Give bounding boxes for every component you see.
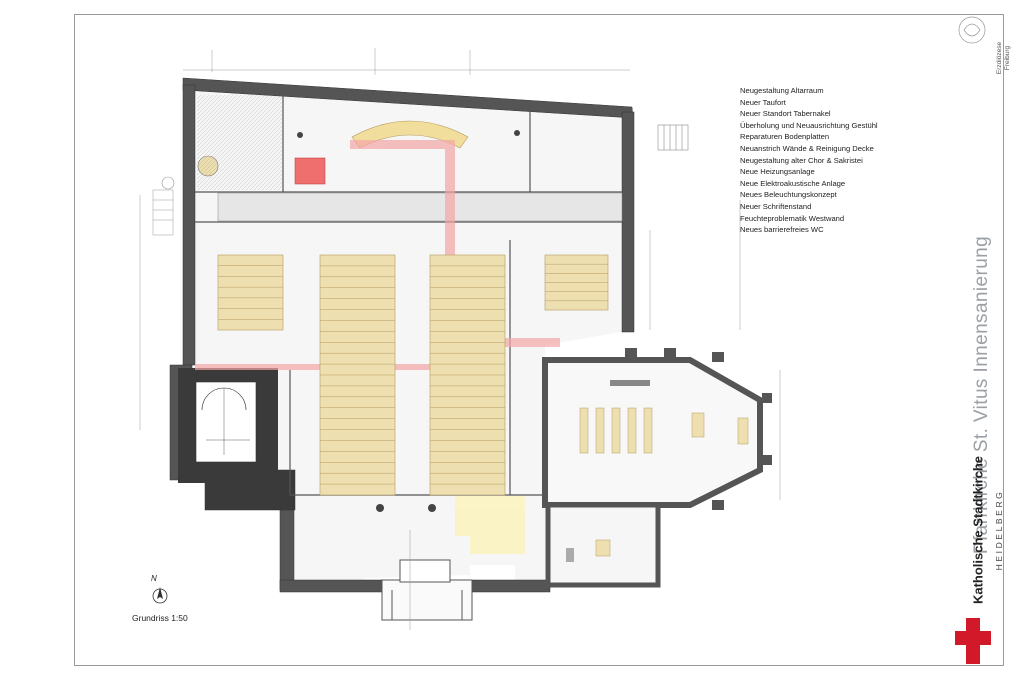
measure-item: Feuchteproblematik Westwand [740, 213, 845, 223]
measure-item: Neuer Taufort [740, 97, 786, 107]
dimension-lines [139, 48, 781, 630]
altar-arc [351, 120, 469, 149]
organization-name: Katholische Stadtkirche [970, 455, 986, 605]
pew-block [217, 254, 284, 331]
measure-item: Neuanstrich Wände & Reinigung Decke [740, 143, 874, 153]
measure-item: Neuer Standort Tabernakel [740, 109, 831, 119]
nw-stairs [152, 189, 174, 236]
drawing-frame [74, 14, 1004, 666]
measure-item: Neues barrierefreies WC [740, 225, 824, 235]
outer-walls [169, 77, 635, 593]
cross-logo-icon [955, 618, 991, 664]
north-label: N [151, 574, 157, 583]
entrance-porch [381, 559, 473, 621]
seal-line-2: Freiburg [1004, 45, 1011, 71]
buttresses [625, 348, 772, 510]
north-arrow-icon [152, 587, 168, 604]
light-path [455, 496, 525, 554]
seal-text: Erzdiözese Freiburg [996, 42, 1012, 74]
measure-item: Neues Beleuchtungskonzept [740, 190, 837, 200]
seal-line-1: Erzdiözese [996, 41, 1003, 75]
pews [217, 254, 609, 496]
measure-item: Neugestaltung alter Chor & Sakristei [740, 155, 863, 165]
nw-room [197, 95, 282, 190]
chapel [542, 357, 763, 508]
measure-item: Überholung und Neuausrichtung Gestühl [740, 120, 878, 130]
drawing-caption: Grundriss 1:50 [132, 613, 188, 623]
diocese-seal-icon [958, 16, 986, 44]
sacristy [545, 502, 661, 588]
measure-item: Neue Heizungsanlage [740, 167, 815, 177]
measure-item: Neuer Schriftenstand [740, 201, 812, 211]
measure-item: Reparaturen Bodenplatten [740, 132, 830, 142]
columns [297, 130, 520, 512]
measure-item: Neue Elektroakustische Anlage [740, 178, 846, 188]
measure-item: Neugestaltung Altarraum [740, 86, 824, 95]
organization-city: HEIDELBERG [994, 489, 1004, 571]
stair-tower [178, 368, 278, 483]
tabernacle-highlight [294, 157, 326, 185]
altar-step [217, 192, 623, 222]
ne-stairs [657, 124, 689, 151]
